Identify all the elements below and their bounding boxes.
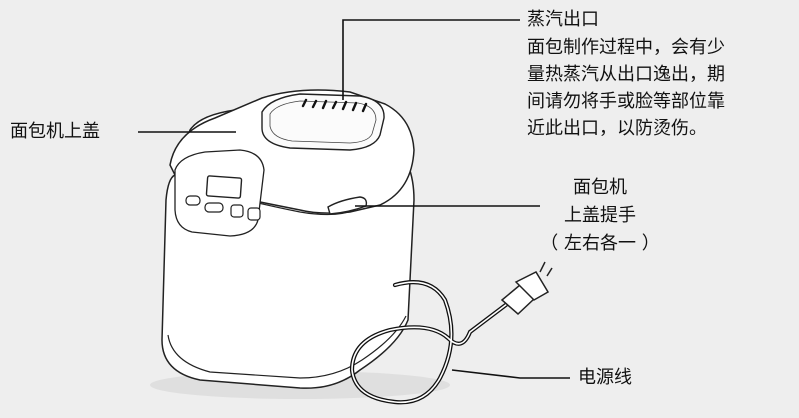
handle-label-line: （ 左右各一 ） bbox=[540, 233, 660, 254]
handle-label-line: 上盖提手 bbox=[564, 205, 636, 226]
steam-leader-line bbox=[342, 19, 520, 100]
panel-button bbox=[185, 195, 201, 206]
panel-button bbox=[230, 204, 244, 218]
handle-label-line: 面包机 bbox=[573, 177, 627, 198]
power-plug bbox=[500, 261, 553, 316]
lid-window-inner bbox=[269, 100, 377, 144]
steam-desc-line: 近此出口，以防烫伤。 bbox=[527, 118, 707, 139]
steam-desc-line: 间请勿将手或脸等部位靠 bbox=[527, 91, 725, 112]
lid-label: 面包机上盖 bbox=[10, 121, 100, 142]
steam-desc-line: 面包制作过程中，会有少 bbox=[527, 37, 725, 58]
steam-title: 蒸汽出口 bbox=[527, 9, 599, 30]
display-screen bbox=[205, 175, 243, 199]
panel-button bbox=[204, 202, 224, 213]
base-band bbox=[167, 315, 407, 379]
lid-handle bbox=[327, 196, 368, 215]
cord-label: 电源线 bbox=[578, 367, 632, 388]
lid-window bbox=[261, 93, 385, 151]
cord-leader-line bbox=[451, 369, 570, 379]
panel-button bbox=[247, 207, 261, 221]
steam-desc-line: 量热蒸汽从出口逸出，期 bbox=[527, 64, 725, 85]
steam-vent-slots bbox=[301, 98, 368, 113]
